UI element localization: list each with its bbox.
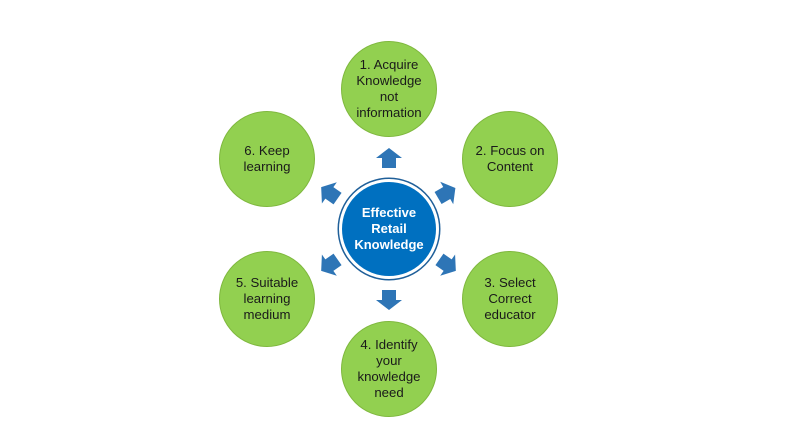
center-node: Effective Retail Knowledge <box>339 179 439 279</box>
arrow-to-node-3 <box>435 253 456 276</box>
node-keep-learning: 6. Keep learning <box>219 111 315 207</box>
center-node-label: Effective Retail Knowledge <box>354 204 424 253</box>
node-3-label: 3. Select Correct educator <box>484 274 536 323</box>
node-2-label: 2. Focus on Content <box>475 142 545 174</box>
node-focus-on-content: 2. Focus on Content <box>462 111 558 207</box>
node-4-label: 4. Identify your knowledge need <box>357 336 421 401</box>
arrow-to-node-4 <box>376 290 402 310</box>
node-6-label: 6. Keep learning <box>243 142 291 174</box>
node-5-label: 5. Suitable learning medium <box>235 274 299 323</box>
arrow-to-node-1 <box>376 148 402 168</box>
arrow-to-node-2 <box>434 181 456 205</box>
node-identify-knowledge-need: 4. Identify your knowledge need <box>341 321 437 417</box>
arrow-to-node-6 <box>321 182 342 205</box>
node-acquire-knowledge: 1. Acquire Knowledge not information <box>341 41 437 137</box>
node-suitable-learning-medium: 5. Suitable learning medium <box>219 251 315 347</box>
node-1-label: 1. Acquire Knowledge not information <box>356 56 422 121</box>
node-select-correct-educator: 3. Select Correct educator <box>462 251 558 347</box>
arrow-to-node-5 <box>321 253 342 276</box>
